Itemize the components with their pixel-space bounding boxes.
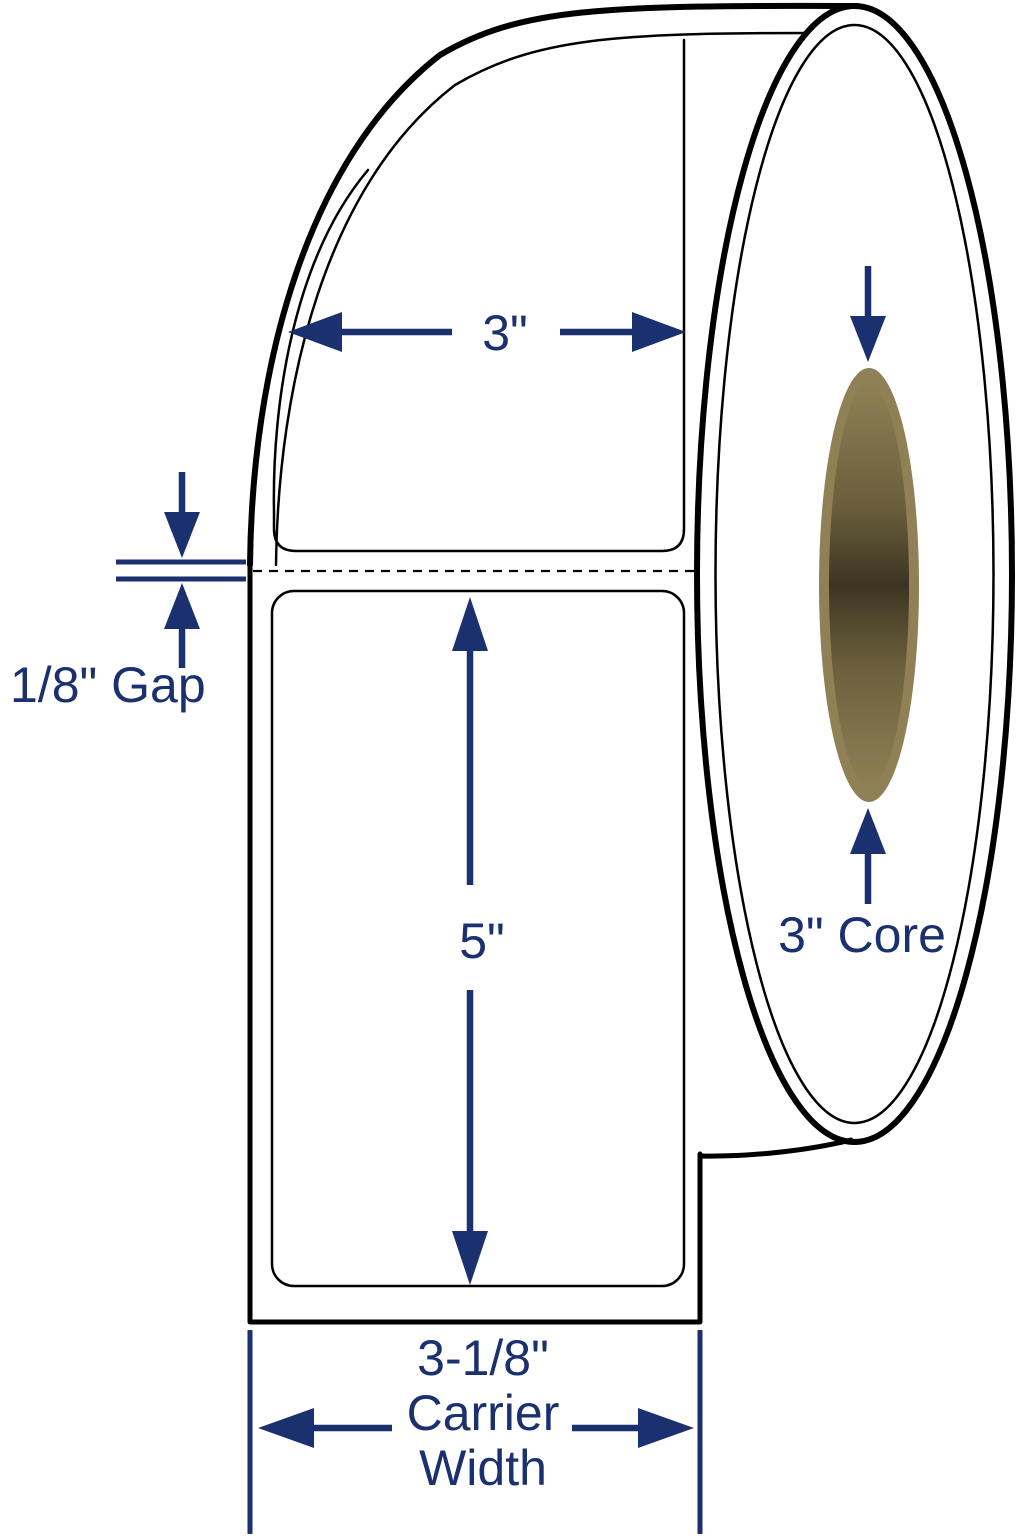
roll-outer-wrap-curve: [247, 2, 861, 568]
roll-face-inner-edge: [714, 23, 995, 1125]
core-inner-ellipse: [829, 384, 909, 786]
label-width-annotation: 3": [288, 305, 686, 361]
up-arrow-icon: [452, 597, 488, 651]
roll-inner-wrap-curve: [274, 31, 814, 567]
down-arrow-icon: [452, 1231, 488, 1285]
top-label-outline: [272, 38, 686, 553]
up-arrow-icon: [850, 808, 886, 854]
bottom-label-outline: [270, 589, 686, 1288]
carrier-width-text-line3: Width: [419, 1440, 547, 1496]
label-height-annotation: 5": [452, 597, 505, 1285]
carrier-width-text-line2: Carrier: [407, 1385, 560, 1441]
carrier-width-annotation: 3-1/8" Carrier Width: [247, 1330, 703, 1534]
core-text: 3" Core: [778, 907, 946, 963]
label-strip: [247, 2, 861, 1325]
roll-barrel-bottom-edge: [697, 1137, 854, 1159]
label-height-text: 5": [459, 913, 505, 969]
roll: [694, 3, 1015, 1159]
gap-annotation: 1/8" Gap: [10, 472, 246, 713]
up-arrow-icon: [164, 583, 200, 629]
right-arrow-icon: [638, 1408, 694, 1448]
left-arrow-icon: [258, 1408, 314, 1448]
left-arrow-icon: [288, 312, 342, 352]
carrier-width-text-line1: 3-1/8": [417, 1330, 549, 1386]
label-width-text: 3": [482, 305, 528, 361]
right-arrow-icon: [632, 312, 686, 352]
core-annotation: 3" Core: [778, 266, 946, 963]
strip-outline: [247, 559, 703, 1325]
down-arrow-icon: [164, 512, 200, 558]
gap-text: 1/8" Gap: [10, 657, 206, 713]
down-arrow-icon: [850, 316, 886, 362]
